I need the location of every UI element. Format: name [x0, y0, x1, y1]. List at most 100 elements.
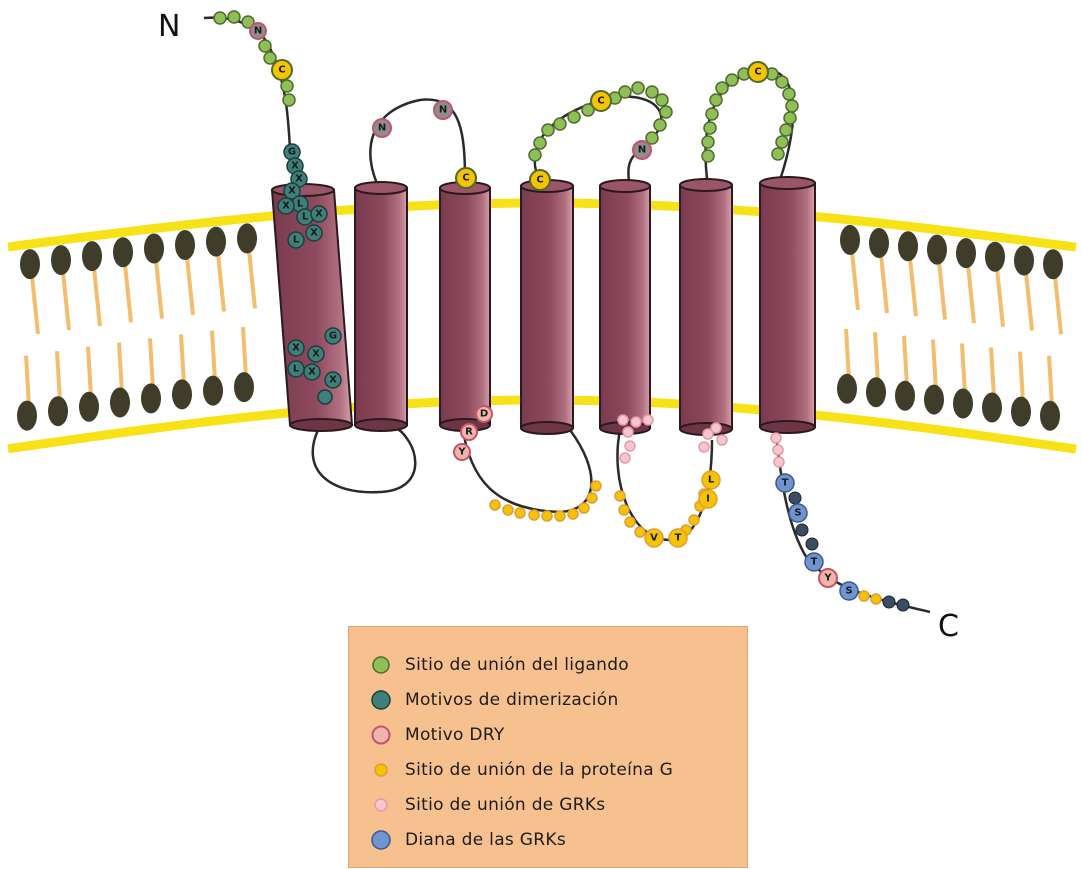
grk-site-residue-shape — [631, 417, 641, 427]
ligand-residue — [710, 94, 722, 106]
g-protein-residue-letter: I — [706, 494, 710, 505]
helix-body — [440, 188, 490, 425]
ligand-residue-shape — [654, 119, 666, 131]
lipid-tail — [150, 338, 153, 388]
ligand-binding-dot-icon — [371, 655, 391, 675]
grk-site-residue — [771, 433, 781, 443]
helix-tm2 — [355, 182, 407, 431]
lipid-head — [113, 237, 133, 267]
grk-site-residue — [774, 457, 784, 467]
ligand-residue-shape — [281, 80, 293, 92]
lipid-head — [79, 392, 99, 422]
ligand-residue-shape — [529, 149, 541, 161]
lipid-tail — [933, 340, 936, 390]
dimerization-residue-letter: X — [282, 201, 290, 212]
lipid-head — [203, 376, 223, 406]
ligand-residue-shape — [264, 52, 276, 64]
legend-label: Diana de las GRKs — [405, 830, 566, 850]
lipid-head — [144, 234, 164, 264]
grk-site-residue — [717, 435, 727, 445]
helix-body — [521, 186, 573, 428]
grk-target-residue: S — [840, 582, 858, 600]
g-protein-residue-letter: L — [708, 475, 715, 486]
ligand-residue — [283, 94, 295, 106]
g-protein-residue: L — [702, 471, 720, 489]
lipid-head — [48, 396, 68, 426]
c-terminus-label: C — [938, 609, 959, 644]
ligand-residue — [568, 111, 580, 123]
lipid-head — [924, 385, 944, 415]
g-protein-residue — [579, 503, 589, 513]
g-protein-residue-shape — [587, 493, 597, 503]
grk-site-residue-shape — [643, 415, 653, 425]
lipid-head — [17, 401, 37, 431]
ligand-residue — [542, 124, 554, 136]
dry-residue-letter: D — [480, 409, 488, 420]
cysteine-residue: C — [456, 168, 476, 188]
cysteine-residue: C — [591, 91, 611, 111]
ligand-residue — [214, 12, 226, 24]
legend-item-grk-target: Diana de las GRKs — [371, 822, 747, 857]
ligand-residue — [534, 137, 546, 149]
legend-label: Sitio de unión del ligando — [405, 655, 629, 675]
ligand-residue — [264, 52, 276, 64]
g-protein-residue-shape — [619, 505, 629, 515]
lipid-tail — [119, 343, 122, 393]
dimerization-residue: L — [297, 209, 313, 225]
grk-site-residue-shape — [773, 445, 783, 455]
lipid-head — [51, 245, 71, 275]
g-protein-residue-shape — [490, 500, 500, 510]
ligand-residue-shape — [214, 12, 226, 24]
grk-target-dot-icon — [371, 830, 391, 850]
grk-site-residue — [618, 415, 628, 425]
ligand-residue — [654, 119, 666, 131]
grk-target-residue-letter: T — [811, 557, 818, 568]
dry-residue-letter: R — [465, 427, 473, 438]
ligand-residue — [784, 112, 796, 124]
legend: Sitio de unión del ligando Motivos de di… — [348, 626, 748, 868]
lipid-tail — [1020, 352, 1023, 402]
g-protein-residue — [615, 491, 625, 501]
lipid-head — [1011, 397, 1031, 427]
lipid-tail — [63, 272, 69, 330]
ligand-residue — [706, 108, 718, 120]
lipid-tail — [997, 269, 1003, 327]
dry-residue-letter: Y — [823, 573, 832, 584]
lipid-head — [840, 225, 860, 255]
g-protein-residue — [625, 517, 635, 527]
helix-bottom — [290, 419, 352, 431]
legend-label: Sitio de unión de GRKs — [405, 795, 605, 815]
ligand-residue-shape — [646, 86, 658, 98]
cysteine-residue: C — [530, 170, 550, 190]
ligand-residue-shape — [780, 124, 792, 136]
dimerization-residue: X — [304, 364, 320, 380]
dimerization-residue-letter: X — [288, 186, 296, 197]
ligand-residue — [702, 136, 714, 148]
grk-site-residue — [631, 417, 641, 427]
lipid-tail — [218, 254, 224, 312]
lipid-tail — [26, 356, 29, 406]
lipid-tail — [962, 343, 965, 393]
helix-tm5 — [600, 180, 650, 434]
ligand-residue — [554, 118, 566, 130]
g-protein-residue-shape — [503, 505, 513, 515]
g-protein-residue-shape — [615, 491, 625, 501]
ligand-residue-shape — [554, 118, 566, 130]
cysteine-residue-letter: C — [462, 173, 469, 184]
helix-body — [600, 186, 650, 428]
lipid-head — [953, 388, 973, 418]
g-protein-residue — [859, 591, 869, 601]
legend-label: Sitio de unión de la proteína G — [405, 760, 673, 780]
dimerization-residue: G — [284, 144, 300, 160]
g-protein-residue — [871, 594, 881, 604]
helix-tm7 — [760, 177, 815, 433]
ligand-residue — [632, 82, 644, 94]
ligand-residue-shape — [702, 136, 714, 148]
helix-tm4 — [521, 180, 573, 434]
ligand-residue — [619, 86, 631, 98]
lipid-tail — [32, 276, 38, 334]
lipid-tail — [212, 331, 215, 381]
grk-site-residue — [711, 423, 721, 433]
lipid-tail — [881, 255, 887, 313]
backbone-loop — [462, 425, 591, 512]
